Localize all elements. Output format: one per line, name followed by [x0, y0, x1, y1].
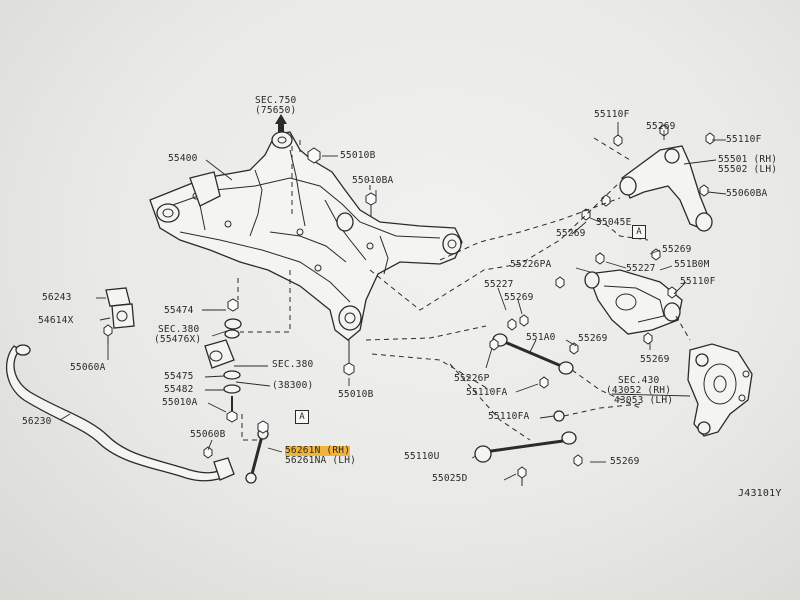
label-sec380a-ref: (55476X) — [154, 334, 202, 345]
label-sec380b-ref: (38300) — [272, 380, 314, 391]
lower-arm — [555, 248, 683, 345]
label-55010b-top[interactable]: 55010B — [340, 150, 376, 161]
label-55110fa-b[interactable]: 55110FA — [488, 411, 530, 422]
label-sec380a[interactable]: SEC.380 — [158, 324, 200, 335]
label-55501[interactable]: 55501 (RH) — [718, 154, 778, 165]
label-55400[interactable]: 55400 — [168, 153, 198, 164]
label-sec750[interactable]: SEC.750 — [255, 95, 297, 106]
rear-lower-link — [474, 410, 583, 486]
label-551a0[interactable]: 551A0 — [526, 332, 556, 343]
label-551b0m[interactable]: 551B0M — [674, 259, 710, 270]
label-55110fa-a[interactable]: 55110FA — [466, 387, 508, 398]
label-sec430-rh: (43052 (RH) — [606, 385, 672, 396]
label-55269-d[interactable]: 55269 — [578, 333, 608, 344]
sec750-arrow — [275, 114, 287, 132]
label-56261n[interactable]: 56261N (RH) — [285, 445, 351, 456]
stabilizer-link — [245, 420, 269, 484]
stabilizer-bar — [5, 287, 235, 482]
label-56230[interactable]: 56230 — [22, 416, 52, 427]
label-54614x[interactable]: 54614X — [38, 315, 74, 326]
label-56261na[interactable]: 56261NA (LH) — [285, 455, 357, 466]
label-sec380b[interactable]: SEC.380 — [272, 359, 314, 370]
leader-lines — [59, 122, 727, 481]
label-55502[interactable]: 55502 (LH) — [718, 164, 778, 175]
label-55269-a[interactable]: 55269 — [556, 228, 586, 239]
label-55060b[interactable]: 55060B — [190, 429, 226, 440]
label-55226p[interactable]: 55226P — [454, 373, 490, 384]
upper-link — [581, 124, 715, 232]
label-55269-top[interactable]: 55269 — [646, 121, 676, 132]
label-sec430-lh: 43053 (LH) — [614, 395, 674, 406]
label-55025d[interactable]: 55025D — [432, 473, 468, 484]
label-55269-c[interactable]: 55269 — [504, 292, 534, 303]
label-55110f-right[interactable]: 55110F — [726, 134, 762, 145]
lateral-link — [489, 314, 579, 389]
label-56243[interactable]: 56243 — [42, 292, 72, 303]
label-55110f-mid[interactable]: 55110F — [680, 276, 716, 287]
label-55110f-top[interactable]: 55110F — [594, 109, 630, 120]
label-55060ba[interactable]: 55060BA — [726, 188, 768, 199]
label-55010ba[interactable]: 55010BA — [352, 175, 394, 186]
label-55269-f[interactable]: 55269 — [610, 456, 640, 467]
reference-box-a-left: A — [295, 410, 309, 424]
label-55010a[interactable]: 55010A — [162, 397, 198, 408]
label-55045e[interactable]: 55045E — [596, 217, 632, 228]
axle-knuckle — [687, 343, 753, 437]
label-sec430[interactable]: SEC.430 — [618, 375, 660, 386]
label-55482[interactable]: 55482 — [164, 384, 194, 395]
diff-mount-stack — [204, 298, 242, 423]
label-55226pa[interactable]: 55226PA — [510, 259, 552, 270]
reference-box-a-right: A — [632, 225, 646, 239]
label-55269-e[interactable]: 55269 — [640, 354, 670, 365]
label-55269-b[interactable]: 55269 — [662, 244, 692, 255]
suspension-member — [149, 131, 463, 376]
label-sec750-ref: (75650) — [255, 105, 297, 116]
label-55475[interactable]: 55475 — [164, 371, 194, 382]
label-55010b-bottom[interactable]: 55010B — [338, 389, 374, 400]
label-55227-left[interactable]: 55227 — [484, 279, 514, 290]
label-55060a[interactable]: 55060A — [70, 362, 106, 373]
label-55227-right[interactable]: 55227 — [626, 263, 656, 274]
label-55110u[interactable]: 55110U — [404, 451, 440, 462]
diagram-code: J43101Y — [738, 488, 782, 499]
label-55474[interactable]: 55474 — [164, 305, 194, 316]
